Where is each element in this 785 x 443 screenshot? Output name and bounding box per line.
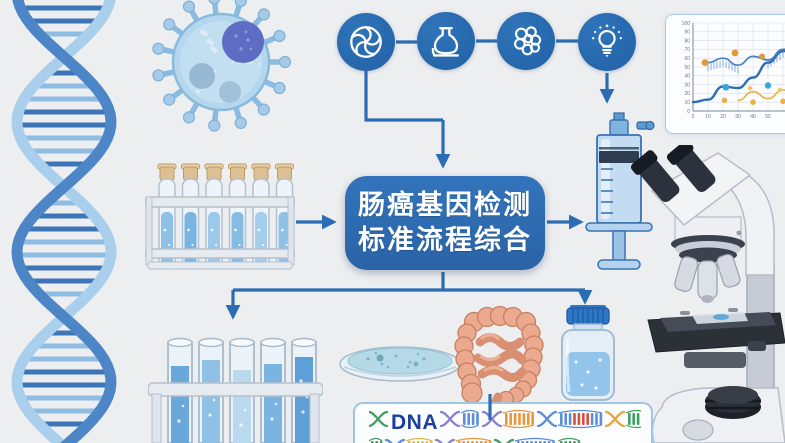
syringe-illustration	[585, 112, 655, 270]
virus-cell-illustration	[152, 0, 292, 132]
icon-circle-lightbulb	[578, 13, 636, 71]
objectives	[674, 253, 741, 303]
intestine-illustration	[454, 305, 544, 416]
svg-text:60: 60	[684, 56, 690, 62]
icon-circle-cells	[497, 12, 555, 70]
focus-knob	[705, 386, 761, 419]
lightbulb-icon	[592, 24, 622, 58]
svg-text:70: 70	[684, 47, 690, 53]
svg-text:20: 20	[720, 114, 726, 120]
icon-circle-flask	[417, 12, 475, 70]
connector-spiral-to-box	[364, 71, 443, 122]
svg-text:80: 80	[684, 38, 690, 44]
svg-text:50: 50	[684, 65, 690, 71]
svg-text:30: 30	[735, 114, 741, 120]
eyepieces	[630, 145, 716, 203]
svg-text:30: 30	[684, 82, 690, 88]
cell-cluster-icon	[514, 26, 542, 56]
petri-dish-illustration	[339, 346, 461, 382]
reagent-bottle-illustration	[561, 305, 615, 401]
svg-text:50: 50	[765, 114, 771, 120]
dna-sequence-strip: DNA	[353, 402, 653, 443]
svg-text:0: 0	[692, 114, 695, 120]
spiral-icon	[350, 26, 382, 58]
center-flow-box: 肠癌基因检测 标准流程综合	[345, 176, 545, 270]
svg-text:40: 40	[684, 74, 690, 80]
microscope-illustration	[630, 145, 785, 443]
flask-icon	[431, 27, 460, 57]
svg-text:10: 10	[705, 114, 711, 120]
svg-text:90: 90	[684, 30, 690, 36]
svg-text:20: 20	[684, 91, 690, 97]
stoppered-test-tube-rack	[145, 163, 295, 270]
center-box-line1: 肠癌基因检测	[358, 190, 532, 221]
dna-label: DNA	[391, 411, 438, 434]
center-box-line2: 标准流程综合	[358, 225, 532, 255]
open-test-tube-rack	[148, 337, 323, 443]
svg-text:0: 0	[687, 109, 690, 115]
icon-circle-spiral	[337, 13, 395, 71]
svg-text:40: 40	[750, 114, 756, 120]
svg-text:100: 100	[682, 21, 691, 27]
line-chart: 0 10 20 30 40 50 60 70 80 90 100 0 10 20 30 40 50	[682, 21, 785, 120]
dna-helix-illustration	[11, 0, 117, 443]
line-chart-card: 0 10 20 30 40 50 60 70 80 90 100 0 10 20 30 40 50	[665, 14, 785, 134]
svg-text:10: 10	[684, 100, 690, 106]
